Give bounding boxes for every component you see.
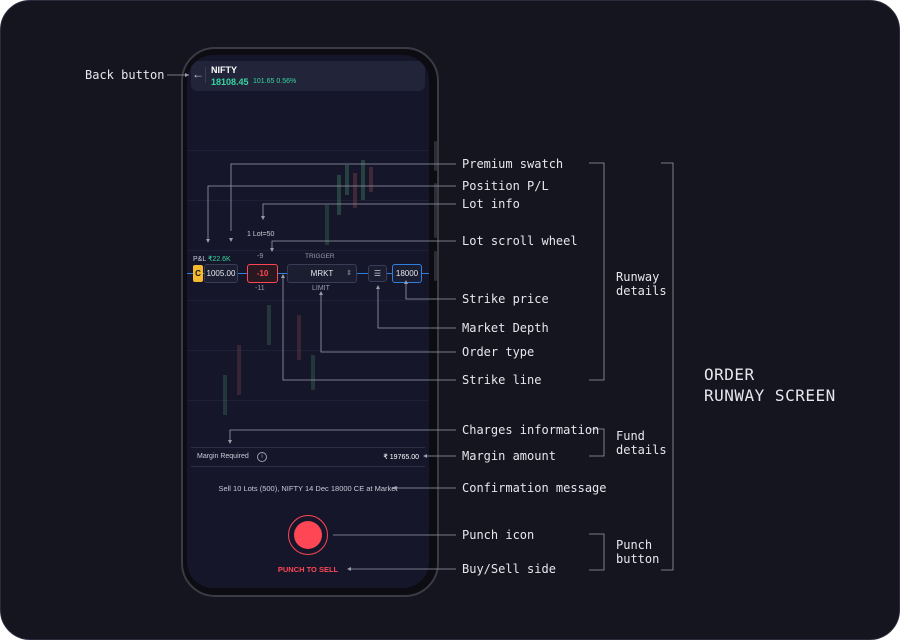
label-margin-amount: Margin amount [462, 449, 556, 463]
buy-sell-side: PUNCH TO SELL [277, 565, 339, 574]
charges-info-icon[interactable]: i [257, 452, 267, 462]
label-punch-icon: Punch icon [462, 528, 535, 542]
lot-scroll-wheel[interactable]: -10 [247, 264, 278, 283]
margin-amount: ₹ 19765.00 [383, 454, 419, 461]
label-strike-price: Strike price [462, 292, 549, 306]
sort-arrows-icon: ⇕ [346, 270, 352, 277]
lot-above: -9 [257, 253, 264, 260]
position-pl: P&L ₹22.6K [193, 256, 231, 263]
limit-label: LIMIT [312, 285, 330, 292]
lot-below: -11 [255, 285, 265, 292]
premium-swatch: C [193, 265, 203, 282]
trigger-label: TRIGGER [305, 253, 335, 260]
ticker-symbol: NIFTY [211, 65, 237, 75]
instrument-header: ← NIFTY 18108.45 101.65 0.56% [191, 61, 425, 91]
lot-info: 1 Lot=50 [247, 231, 275, 238]
phone-side-button [434, 251, 437, 281]
label-order-type: Order type [462, 345, 535, 359]
premium-value: 1005.00 [204, 264, 238, 283]
margin-bar: Margin Required i ₹ 19765.00 [191, 447, 425, 467]
phone-side-button [434, 183, 437, 238]
label-position-pl: Position P/L [462, 179, 549, 193]
phone-side-button [434, 141, 437, 171]
label-lot-scroll-wheel: Lot scroll wheel [462, 234, 578, 248]
label-buy-sell-side: Buy/Sell side [462, 562, 556, 576]
label-market-depth: Market Depth [462, 321, 549, 335]
label-lot-info: Lot info [462, 197, 520, 211]
order-type-selector[interactable]: MRKT ⇕ [287, 264, 357, 283]
label-strike-line: Strike line [462, 373, 542, 387]
label-premium-swatch: Premium swatch [462, 157, 564, 171]
label-back-button: Back button [85, 68, 165, 82]
margin-label: Margin Required [197, 453, 249, 460]
ltp-price: 18108.45 [211, 77, 249, 87]
confirmation-message: Sell 10 Lots (500), NIFTY 14 Dec 18000 C… [218, 484, 398, 493]
label-charges-information: Charges information [462, 423, 600, 437]
market-depth-icon[interactable]: ☰ [368, 265, 387, 282]
punch-dot [294, 521, 322, 549]
punch-icon[interactable] [288, 515, 328, 555]
price-change: 101.65 0.56% [253, 78, 297, 85]
phone-screen: ← NIFTY 18108.45 101.65 0.56% P&L ₹22.6K… [187, 55, 429, 588]
label-confirmation-message: Confirmation message [462, 481, 607, 495]
back-arrow-icon[interactable]: ← [192, 67, 206, 83]
